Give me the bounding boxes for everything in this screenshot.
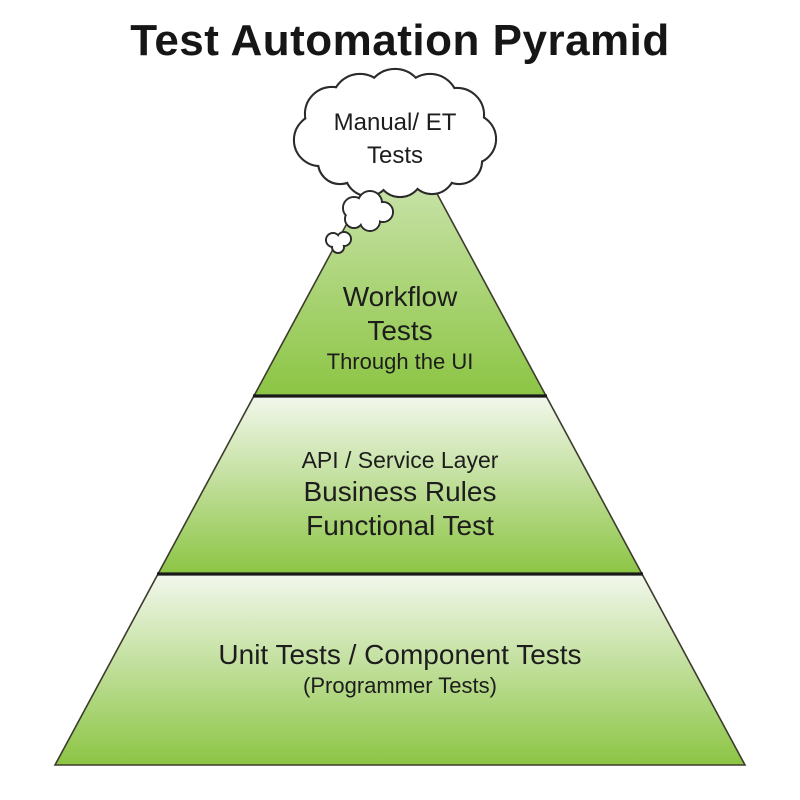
pyramid-tier-top	[254, 125, 546, 396]
tier-bottom-line-1: Unit Tests / Component Tests	[218, 639, 582, 670]
pyramid-tier-middle	[158, 396, 642, 574]
tier-middle-label: API / Service Layer Business Rules Funct…	[250, 446, 550, 543]
tier-bottom-label: Unit Tests / Component Tests (Programmer…	[180, 638, 620, 699]
puff-medium-fill	[344, 192, 392, 230]
thought-cloud-shape	[292, 67, 498, 199]
cloud-label-line-2: Tests	[366, 142, 423, 169]
cloud-label: Manual/ ET Tests	[295, 106, 495, 172]
cloud-inner-fill	[295, 70, 495, 196]
tier-bottom-line-2: (Programmer Tests)	[303, 673, 497, 698]
tier-top-line-2: Tests	[367, 315, 433, 346]
cloud-label-line-1: Manual/ ET	[333, 109, 457, 136]
pyramid-outline	[53, 123, 747, 766]
thought-puff-small	[325, 231, 352, 254]
pyramid-tier-bottom	[55, 574, 745, 765]
tier-middle-line-3: Functional Test	[306, 510, 494, 541]
tier-top-line-3: Through the UI	[326, 349, 474, 374]
tier-top-line-1: Workflow	[342, 281, 458, 312]
tier-middle-line-1: API / Service Layer	[301, 447, 499, 473]
thought-puff-medium	[342, 190, 394, 232]
puff-small-fill	[327, 233, 350, 252]
page-title: Test Automation Pyramid	[130, 16, 670, 65]
tier-middle-line-2: Business Rules	[303, 476, 497, 507]
tier-top-label: Workflow Tests Through the UI	[250, 280, 550, 375]
